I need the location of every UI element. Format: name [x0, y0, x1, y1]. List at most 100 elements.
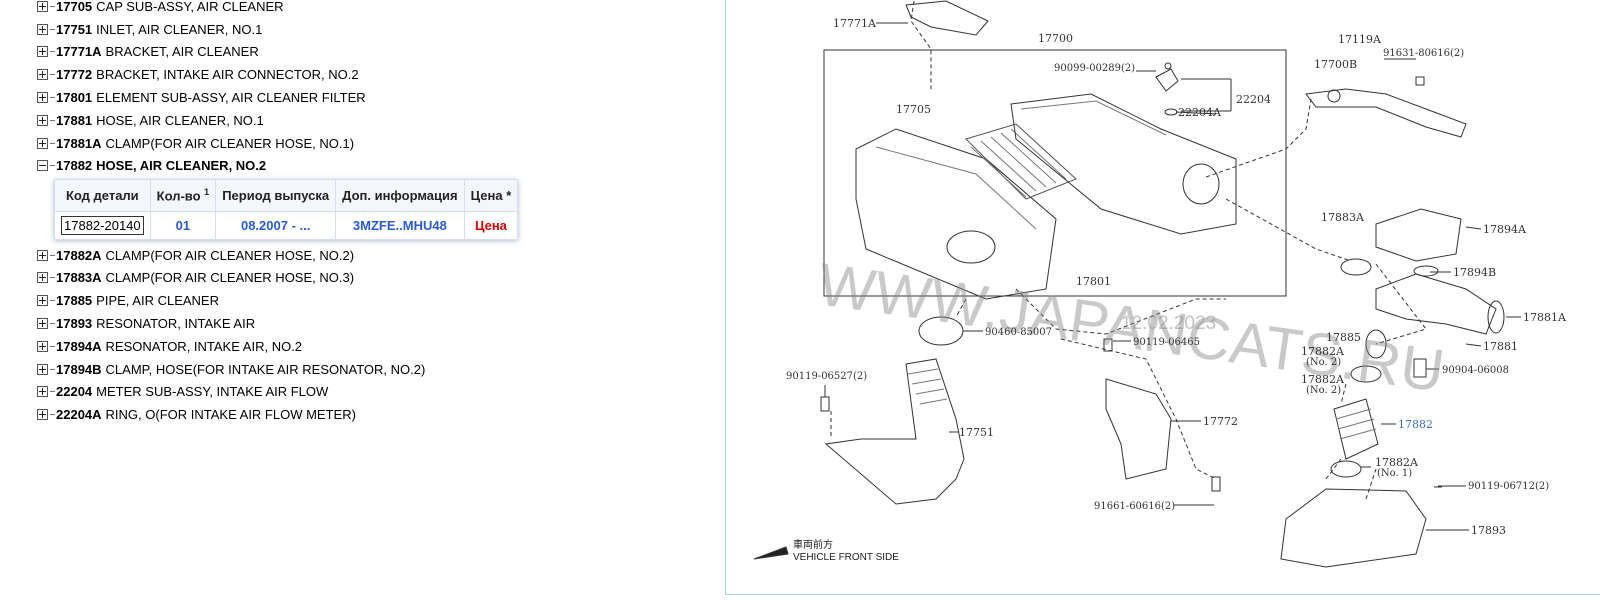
label-17882[interactable]: 17882 [1398, 418, 1433, 431]
label-17751[interactable]: 17751 [959, 426, 994, 439]
expand-icon[interactable] [37, 23, 48, 35]
label-22204a[interactable]: 22204A [1178, 106, 1222, 119]
cell-info: 3MZFE..MHU48 [335, 210, 465, 240]
label-17882a-1-note: (No. 2) [1306, 357, 1341, 368]
label-90099[interactable]: 90099-00289(2) [1054, 63, 1135, 74]
label-17771a[interactable]: 17771A [833, 17, 877, 30]
label-17882a-2-note: (No. 2) [1306, 385, 1341, 396]
label-17882a-2[interactable]: 17882A [1301, 373, 1345, 386]
tree-connector [50, 277, 55, 279]
label-17882a-3[interactable]: 17882A [1375, 456, 1419, 469]
part-description: INLET, AIR CLEANER, NO.1 [96, 21, 263, 37]
expand-icon[interactable] [37, 386, 48, 398]
expand-icon[interactable] [37, 317, 48, 329]
tree-connector [50, 254, 55, 256]
expand-icon[interactable] [37, 272, 48, 284]
label-90904[interactable]: 90904-06008 [1442, 365, 1509, 376]
part-code: 17751 [56, 21, 93, 37]
label-17894b[interactable]: 17894B [1453, 266, 1496, 279]
part-code: 17881A [56, 135, 102, 151]
label-91661[interactable]: 91661-60616(2) [1094, 501, 1175, 512]
part-code: 22204 [56, 384, 93, 400]
tree-connector [50, 368, 55, 370]
part-code: 17801 [56, 90, 93, 106]
resonator-17894a [1375, 208, 1462, 262]
cell-part-code[interactable]: 17882-20140 [54, 210, 151, 240]
tree-connector [50, 97, 55, 99]
tree-connector [50, 28, 55, 30]
price-link[interactable]: Цена [463, 210, 519, 240]
front-arrow-icon [753, 546, 789, 560]
expand-icon[interactable] [37, 295, 48, 307]
label-17882a-1[interactable]: 17882A [1301, 345, 1345, 358]
tree-connector [50, 119, 55, 121]
tree-connector [50, 391, 55, 393]
part-code: 17772 [56, 67, 93, 83]
label-91631[interactable]: 91631-80616(2) [1383, 48, 1464, 59]
label-17881a[interactable]: 17881A [1523, 311, 1567, 324]
cell-qty: 01 [149, 210, 217, 240]
label-90119-06527[interactable]: 90119-06527(2) [786, 371, 867, 382]
tree-connector [50, 414, 55, 416]
label-22204[interactable]: 22204 [1236, 93, 1271, 106]
clamp-17894b [1413, 265, 1439, 277]
expand-icon[interactable] [37, 249, 48, 261]
hose-17882 [1333, 398, 1379, 460]
expand-icon[interactable] [37, 92, 48, 104]
label-17705[interactable]: 17705 [896, 103, 931, 116]
label-17119a[interactable]: 17119A [1338, 33, 1382, 46]
hose-17881 [1375, 273, 1497, 335]
expand-icon[interactable] [37, 137, 48, 149]
part-code: 17705 [56, 0, 93, 14]
expand-icon[interactable] [37, 0, 48, 12]
bracket-17772 [1105, 378, 1172, 480]
expand-icon[interactable] [37, 69, 48, 81]
label-17881[interactable]: 17881 [1483, 340, 1518, 353]
resonator-17893 [1280, 488, 1427, 568]
label-17885[interactable]: 17885 [1326, 331, 1361, 344]
part-description: CLAMP(FOR AIR CLEANER HOSE, NO.3) [105, 270, 355, 286]
expand-icon[interactable] [37, 114, 48, 126]
tree-connector [50, 165, 55, 167]
label-90119-06465[interactable]: 90119-06465 [1133, 337, 1200, 348]
label-90460[interactable]: 90460-85007 [985, 327, 1052, 338]
collapse-icon[interactable] [37, 160, 48, 172]
expand-icon[interactable] [37, 363, 48, 375]
expand-icon[interactable] [37, 409, 48, 421]
label-17700[interactable]: 17700 [1038, 32, 1073, 45]
label-17772[interactable]: 17772 [1203, 415, 1238, 428]
label-90119-06712[interactable]: 90119-06712(2) [1468, 481, 1549, 492]
label-17801[interactable]: 17801 [1076, 275, 1111, 288]
label-17882a-3-note: (No. 1) [1377, 468, 1412, 479]
part-description: METER SUB-ASSY, INTAKE AIR FLOW [96, 384, 329, 400]
case-outlet [1182, 163, 1220, 205]
label-17893[interactable]: 17893 [1471, 524, 1506, 537]
exploded-view-diagram: WWW.JAPANCATS.RU 12.02.2023 17771A 17700… [753, 0, 1567, 568]
expand-icon[interactable] [37, 46, 48, 58]
label-17883a[interactable]: 17883A [1321, 211, 1365, 224]
label-17700b[interactable]: 17700B [1314, 58, 1357, 71]
expand-icon[interactable] [37, 340, 48, 352]
part-code: 17771A [56, 44, 102, 60]
part-description: CLAMP(FOR AIR CLEANER HOSE, NO.1) [105, 135, 355, 151]
label-17894a[interactable]: 17894A [1483, 223, 1527, 236]
part-number[interactable]: 17882-20140 [61, 215, 144, 235]
